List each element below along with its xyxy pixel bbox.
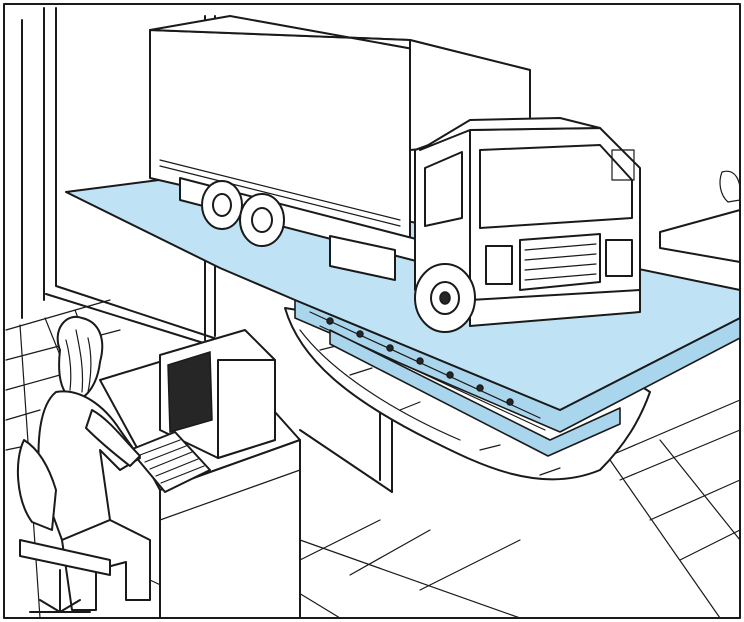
- side-person: [720, 171, 740, 202]
- windshield: [480, 145, 632, 228]
- headlight-right: [606, 240, 632, 276]
- grille: [520, 234, 600, 290]
- side-desk: [660, 210, 740, 262]
- monitor-screen: [168, 352, 212, 432]
- front-wheel: [415, 264, 475, 332]
- headlight-left: [486, 246, 512, 284]
- operator-hair: [58, 317, 103, 400]
